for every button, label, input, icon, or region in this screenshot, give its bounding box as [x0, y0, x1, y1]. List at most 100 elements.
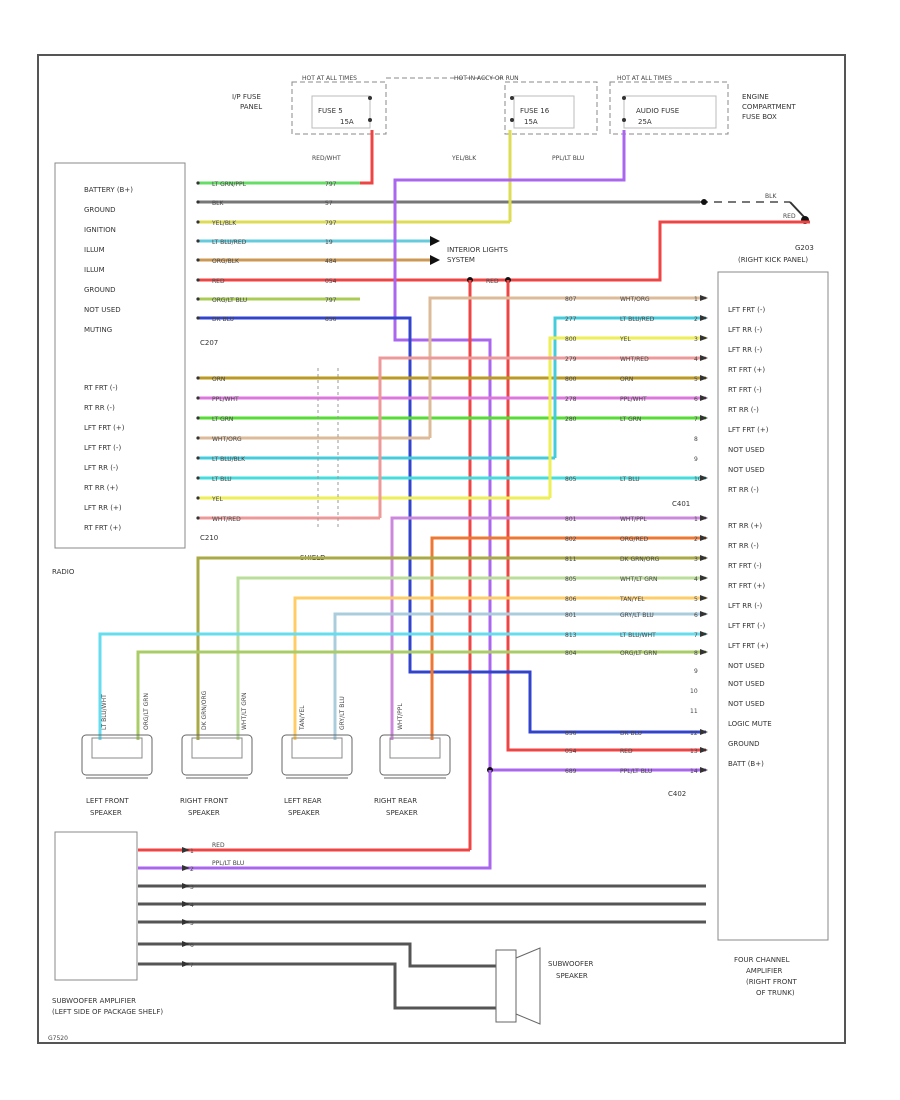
amp-bot-14-color: PPL/LT BLU — [620, 768, 652, 775]
amp-top-2-color: LT BLU/RED — [620, 316, 655, 323]
top-wire-3-color: YEL/BLK — [211, 220, 237, 227]
amp-pin-bot-2: RT RR (-) — [728, 542, 759, 550]
top-wire-7-circuit: 797 — [325, 297, 337, 304]
amp-connector-c402: C402 — [668, 790, 686, 798]
sub-amp-pin-3: 3 — [190, 884, 194, 891]
bottom-wire-7: YEL — [211, 496, 223, 503]
radio-pin-rt-frt-neg: RT FRT (-) — [84, 384, 118, 392]
four-channel-amplifier: LFT FRT (-) LFT RR (-) LFT RR (-) RT FRT… — [700, 271, 829, 997]
speakers: LEFT FRONT SPEAKER LT BLU/WHT ORG/LT GRN… — [81, 690, 451, 817]
radio-pin-rt-frt-pos: RT FRT (+) — [84, 524, 121, 532]
speaker-2-name-1: RIGHT FRONT — [180, 797, 229, 805]
amp-top-3-circuit: 800 — [565, 336, 577, 343]
top-wire-8-circuit: 856 — [325, 316, 337, 323]
fuse-5-label: FUSE 5 — [318, 107, 343, 115]
amp-bot-3-pin: 3 — [694, 556, 698, 563]
amp-pin-bot-13: BATT (B+) — [728, 760, 764, 768]
sub-amp-pin-1: 1 — [190, 848, 194, 855]
sub-amp-pin-2: 2 — [190, 866, 194, 873]
radio-power-wires: LT GRN/PPL 797 BLK 57 YEL/BLK 797 LT BLU… — [196, 130, 814, 850]
amp-pin-top-4: RT FRT (+) — [728, 366, 765, 374]
amp-pin-bot-10: NOT USED — [728, 700, 765, 708]
splice-red-label: RED — [486, 278, 499, 285]
ground-g203: G203 — [795, 244, 814, 252]
amp-top-6-color: PPL/WHT — [620, 396, 647, 403]
amp-top-7-pin: 7 — [694, 416, 698, 423]
amp-top-7-circuit: 280 — [565, 416, 577, 423]
amp-bot-12-circuit: 856 — [565, 730, 577, 737]
amp-bot-10-pin: 10 — [690, 688, 698, 695]
amp-bot-8-circuit: 804 — [565, 650, 577, 657]
amp-bot-1-pin: 1 — [694, 516, 698, 523]
amp-bot-8-pin: 8 — [694, 650, 698, 657]
amp-bot-14-circuit: 689 — [565, 768, 577, 775]
fuse-hot-label-1: HOT AT ALL TIMES — [302, 75, 357, 82]
radio-pin-rt-rr-neg: RT RR (-) — [84, 404, 115, 412]
top-wire-7-color: ORG/LT BLU — [212, 297, 247, 304]
amp-bot-13-circuit: 054 — [565, 748, 577, 755]
amp-connector-c401: C401 — [672, 500, 690, 508]
amp-label-2: AMPLIFIER — [746, 967, 783, 975]
amp-bot-4-circuit: 805 — [565, 576, 577, 583]
amp-top-10-circuit: 805 — [565, 476, 577, 483]
sub-amp-label-1: SUBWOOFER AMPLIFIER — [52, 997, 136, 1005]
amp-bot-2-circuit: 802 — [565, 536, 577, 543]
bottom-wire-5: LT BLU/BLK — [212, 456, 246, 463]
radio-label: RADIO — [52, 568, 75, 576]
amp-top-8-pin: 8 — [694, 436, 698, 443]
amp-bot-13-pin: 13 — [690, 748, 698, 755]
sub-amp-pin-4: 4 — [190, 902, 194, 909]
radio-pin-ground: GROUND — [84, 206, 116, 214]
top-wire-1-color: LT GRN/PPL — [212, 181, 247, 188]
amp-pin-top-5: RT FRT (-) — [728, 386, 762, 394]
ip-fuse-panel-line2: PANEL — [240, 103, 262, 111]
radio-pin-not-used: NOT USED — [84, 306, 121, 314]
bottom-wire-3: LT GRN — [212, 416, 233, 423]
amp-pin-top-7: LFT FRT (+) — [728, 426, 769, 434]
amp-bot-9-pin: 9 — [694, 668, 698, 675]
fuse-hot-label-2: HOT IN ACCY OR RUN — [454, 75, 519, 82]
amp-bot-4-pin: 4 — [694, 576, 698, 583]
speaker-3-name-1: LEFT REAR — [284, 797, 322, 805]
fuse-5-amp: 15A — [340, 118, 354, 126]
right-rear-speaker: RIGHT REAR SPEAKER WHT/PPL — [374, 703, 451, 817]
fuse-wire-yel-blk: YEL/BLK — [451, 155, 477, 162]
fuse-16-label: FUSE 16 — [520, 107, 550, 115]
amp-bot-3-circuit: 811 — [565, 556, 577, 563]
amp-bot-5-circuit: 806 — [565, 596, 577, 603]
amp-bot-8-color: ORG/LT GRN — [620, 650, 657, 657]
amp-top-2-circuit: 277 — [565, 316, 577, 323]
amp-pin-top-1: LFT FRT (-) — [728, 306, 765, 314]
top-wire-6-circuit: 054 — [325, 278, 337, 285]
amp-pin-bot-1: RT RR (+) — [728, 522, 762, 530]
amp-top-3-color: YEL — [619, 336, 631, 343]
bottom-wire-8: WHT/RED — [212, 516, 241, 523]
amp-bot-12-color: DK BLU — [620, 730, 642, 737]
amp-top-4-circuit: 279 — [565, 356, 577, 363]
speaker-3-wire-1: TAN/YEL — [299, 705, 306, 731]
engine-fuse-line1: ENGINE — [742, 93, 769, 101]
radio-pin-rt-rr-pos: RT RR (+) — [84, 484, 118, 492]
sub-amp-pin-7: 7 — [190, 962, 194, 969]
radio-pin-battery: BATTERY (B+) — [84, 186, 133, 194]
amp-top-1-pin: 1 — [694, 296, 698, 303]
amp-bot-5-pin: 5 — [694, 596, 698, 603]
amp-top-5-circuit: 800 — [565, 376, 577, 383]
amp-pin-top-6: RT RR (-) — [728, 406, 759, 414]
amp-bot-3-color: DK GRN/ORG — [620, 556, 660, 563]
corner-code: G7520 — [48, 1035, 68, 1042]
radio-pin-lft-frt-neg: LFT FRT (-) — [84, 444, 121, 452]
audio-fuse-label: AUDIO FUSE — [636, 107, 679, 115]
amp-top-3-pin: 3 — [694, 336, 698, 343]
amp-bot-6-color: GRY/LT BLU — [620, 612, 654, 619]
ground-wire-red: RED — [783, 213, 796, 220]
amp-bot-2-pin: 2 — [694, 536, 698, 543]
amp-bot-14-pin: 14 — [690, 768, 698, 775]
amp-bot-13-color: RED — [620, 748, 633, 755]
fuse-wire-red-wht: RED/WHT — [312, 155, 341, 162]
speaker-4-name-2: SPEAKER — [386, 809, 418, 817]
amp-pin-top-10: RT RR (-) — [728, 486, 759, 494]
bottom-wire-1: ORN — [212, 376, 225, 383]
bottom-wire-2: PPL/WHT — [212, 396, 239, 403]
bottom-wire-6: LT BLU — [212, 476, 232, 483]
